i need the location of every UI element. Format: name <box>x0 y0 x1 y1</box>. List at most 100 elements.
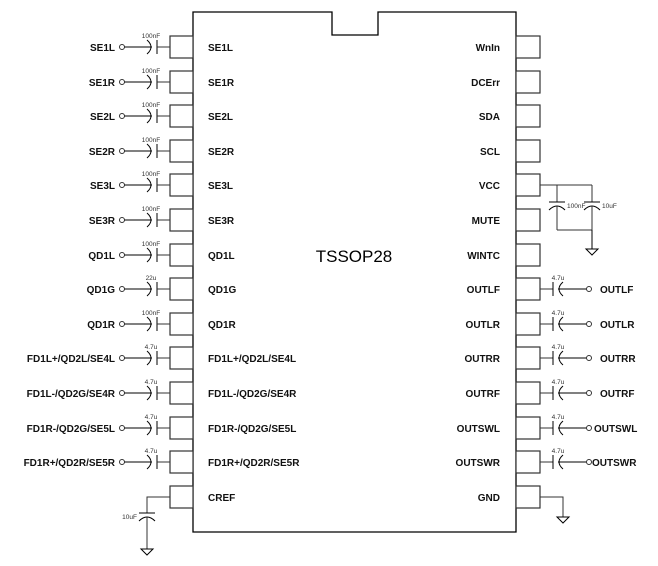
capacitor-value: 4.7u <box>552 379 565 386</box>
pin-box <box>169 485 194 509</box>
pin-name: QD1R <box>208 320 237 331</box>
pin-box <box>169 346 194 370</box>
pin-name: GND <box>478 493 500 504</box>
capacitor-curved-plate <box>146 420 152 436</box>
pin-box <box>515 243 541 267</box>
terminal-icon <box>119 252 125 258</box>
chip-package-label: TSSOP28 <box>316 247 393 266</box>
right-pin-4: SCL <box>480 139 541 163</box>
right-pin-7: WINTC <box>467 243 541 267</box>
pin-name: OUTSWR <box>456 458 501 469</box>
net-label: OUTRR <box>600 354 636 365</box>
terminal-icon <box>586 286 592 292</box>
pin-name: OUTRR <box>464 354 500 365</box>
pin-name: SE1R <box>208 78 235 89</box>
pin-box <box>515 70 541 94</box>
capacitor-value: 4.7u <box>552 310 565 317</box>
pin-name: QD1G <box>208 285 237 296</box>
right-pin-3: SDA <box>479 104 541 128</box>
net-label: SE2L <box>90 112 115 123</box>
pin-box <box>169 208 194 232</box>
net-label: FD1R+/QD2R/SE5R <box>24 458 116 469</box>
capacitor-value: 100nF <box>142 68 160 75</box>
capacitor-curved-plate <box>146 108 152 124</box>
pin-name: SDA <box>479 112 500 123</box>
capacitor-value: 100nF <box>142 171 160 178</box>
pin-box <box>515 208 541 232</box>
capacitor-value: 4.7u <box>145 379 158 386</box>
pin-name: CREF <box>208 493 235 504</box>
pin-name: SE2L <box>208 112 233 123</box>
pin-box <box>169 35 194 59</box>
pin-name: QD1L <box>208 251 235 262</box>
pin-box <box>515 277 541 301</box>
pin-name: FD1L+/QD2L/SE4L <box>208 354 296 365</box>
left-pin-group: SE1LSE1L100nFSE1RSE1R100nFSE2LSE2L100nFS… <box>24 33 300 556</box>
terminal-icon <box>119 355 125 361</box>
terminal-icon <box>586 459 592 465</box>
net-label: SE2R <box>89 147 116 158</box>
terminal-icon <box>119 148 125 154</box>
ground-icon <box>139 548 155 556</box>
net-label: OUTRF <box>600 389 634 400</box>
net-label: OUTSWL <box>594 424 637 435</box>
net-label: SE3R <box>89 216 116 227</box>
capacitor-curved-plate <box>146 454 152 470</box>
terminal-icon <box>119 113 125 119</box>
ground-icon <box>555 516 571 524</box>
capacitor-value: 100nF <box>142 33 160 40</box>
pin-name: OUTLR <box>466 320 501 331</box>
pin-box <box>515 173 541 197</box>
pin-box <box>169 104 194 128</box>
capacitor-curved-plate <box>146 247 152 263</box>
terminal-icon <box>119 44 125 50</box>
pin-box <box>515 416 541 440</box>
ground-icon <box>584 248 600 256</box>
pin-name: SE1L <box>208 43 233 54</box>
net-label: OUTLR <box>600 320 635 331</box>
pin-name: WnIn <box>476 43 500 54</box>
pin-box <box>515 346 541 370</box>
terminal-icon <box>119 459 125 465</box>
terminal-icon <box>586 355 592 361</box>
right-pin-14: GND <box>478 485 571 524</box>
terminal-icon <box>119 390 125 396</box>
pin-name: OUTLF <box>467 285 500 296</box>
net-label: OUTLF <box>600 285 633 296</box>
capacitor-value: 100nF <box>142 241 160 248</box>
net-label: QD1R <box>87 320 116 331</box>
capacitor-curved-plate <box>146 177 152 193</box>
capacitor-curved-plate <box>146 316 152 332</box>
capacitor-curved-plate <box>146 143 152 159</box>
capacitor-value: 4.7u <box>145 448 158 455</box>
pin-box <box>169 312 194 336</box>
net-label: SE1R <box>89 78 116 89</box>
capacitor-value: 4.7u <box>145 344 158 351</box>
pin-name: DCErr <box>471 78 500 89</box>
capacitor-curved-plate <box>146 281 152 297</box>
capacitor-value: 4.7u <box>145 414 158 421</box>
capacitor-curved-plate <box>146 212 152 228</box>
right-pin-1: WnIn <box>476 35 541 59</box>
capacitor-value: 4.7u <box>552 448 565 455</box>
terminal-icon <box>119 321 125 327</box>
pin-box <box>515 450 541 474</box>
capacitor-curved-plate <box>146 350 152 366</box>
pin-name: VCC <box>479 181 500 192</box>
